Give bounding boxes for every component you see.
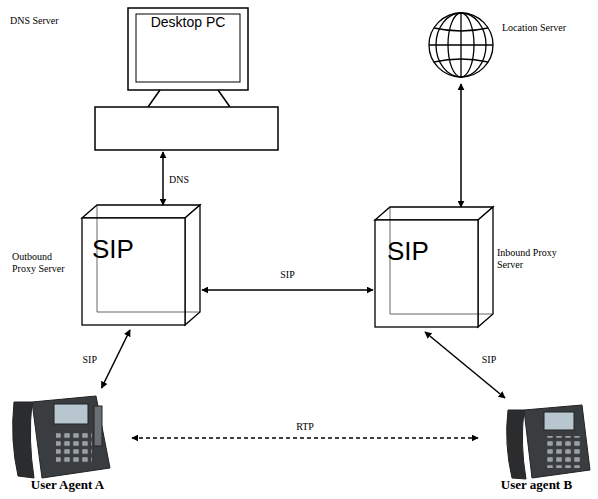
proxy-server-box: SIP Inbound Proxy Server	[373, 207, 573, 332]
server-label: Location Server	[502, 22, 592, 34]
signaling-arrow	[202, 289, 373, 291]
protocol-label: SIP	[81, 354, 99, 365]
dns-server: DNS Server Desktop PC	[10, 5, 285, 152]
protocol-label: SIP	[92, 235, 172, 265]
server-label: DNS Server	[10, 15, 90, 27]
user-agent: User Agent A	[5, 388, 132, 496]
signaling-arrow	[162, 152, 164, 205]
protocol-label: SIP	[480, 354, 498, 365]
signaling-arrow	[425, 332, 505, 398]
server-box	[82, 205, 200, 325]
device-label: Desktop PC	[128, 14, 248, 30]
desktop-pc-icon	[95, 8, 278, 150]
media-stream-arrow	[132, 437, 478, 439]
globe-icon	[429, 13, 493, 77]
user-agent-label: User Agent A	[5, 478, 130, 493]
proxy-server-box: Outbound Proxy Server SIP	[12, 205, 202, 330]
server-label: Outbound Proxy Server	[12, 251, 78, 274]
server-box	[375, 207, 493, 327]
ip-phone-icon	[507, 405, 590, 479]
ip-phone-icon	[13, 396, 110, 478]
protocol-label: SIP	[387, 237, 467, 267]
location-server: Location Server	[425, 8, 595, 84]
server-label: Inbound Proxy Server	[497, 247, 569, 270]
protocol-label: DNS	[167, 173, 191, 184]
signaling-arrow	[460, 84, 462, 207]
user-agent: User agent B	[478, 398, 595, 496]
protocol-label: SIP	[278, 269, 296, 280]
user-agent-label: User agent B	[478, 478, 595, 493]
protocol-label: RTP	[294, 421, 316, 432]
signaling-arrow	[102, 330, 130, 388]
